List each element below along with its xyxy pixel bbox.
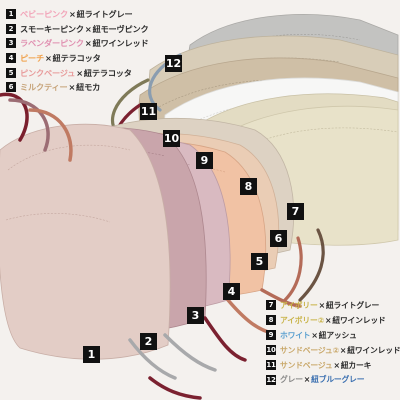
number-tag-12: 12 — [165, 55, 182, 72]
separator: × — [325, 315, 332, 325]
mask-color-name: スモーキーピンク — [20, 23, 84, 34]
number-tag-3: 3 — [187, 307, 204, 324]
strap-color-name: 紐ライトグレー — [76, 9, 133, 20]
separator: × — [84, 38, 92, 49]
separator: × — [318, 300, 326, 310]
legend-number: 7 — [266, 300, 276, 311]
legend-number: 12 — [266, 374, 276, 385]
mask-color-name: ミルクティー — [20, 82, 68, 93]
mask-color-name: アイボリー② — [280, 315, 324, 325]
legend-item-3: 3 ラベンダーピンク×紐ワインレッド — [6, 36, 149, 51]
number-tag-4: 4 — [223, 283, 240, 300]
mask-color-name: ピーチ — [20, 53, 44, 64]
legend-item-1: 1 ベビーピンク×紐ライトグレー — [6, 7, 149, 22]
strap-color-name: 紐アッシュ — [318, 330, 357, 340]
legend-item-8: 8 アイボリー②×紐ワインレッド — [266, 313, 400, 328]
legend-item-5: 5 ピンクベージュ×紐テラコッタ — [6, 65, 149, 80]
legend-number: 3 — [6, 38, 16, 49]
legend-item-11: 11 サンドベージュ×紐カーキ — [266, 358, 400, 373]
separator: × — [44, 53, 52, 64]
mask-color-name: アイボリー — [280, 300, 318, 310]
strap-color-name: 紐ブルーグレー — [311, 375, 365, 385]
strap-color-name: 紐ワインレッド — [332, 315, 386, 325]
legend-item-9: 9 ホワイト×紐アッシュ — [266, 328, 400, 343]
legend-number: 6 — [6, 82, 16, 93]
strap-color-name: 紐ライトグレー — [325, 300, 380, 310]
strap-color-name: 紐モカ — [76, 82, 101, 93]
mask-1 — [0, 123, 171, 360]
number-tag-5: 5 — [251, 253, 268, 270]
legend-item-6: 6 ミルクティー×紐モカ — [6, 80, 149, 95]
separator: × — [76, 67, 83, 78]
separator: × — [68, 9, 76, 20]
legend-number: 11 — [266, 360, 276, 370]
separator: × — [333, 360, 340, 370]
strap-color-name: 紐ワインレッド — [347, 345, 400, 355]
separator: × — [84, 23, 92, 34]
mask-color-name: ホワイト — [280, 330, 311, 340]
separator: × — [311, 330, 318, 340]
legend-number: 9 — [266, 330, 276, 341]
legend-item-7: 7 アイボリー×紐ライトグレー — [266, 298, 400, 313]
number-tag-9: 9 — [196, 152, 213, 169]
number-tag-2: 2 — [140, 333, 157, 350]
legend-number: 4 — [6, 53, 16, 64]
separator: × — [339, 345, 347, 355]
number-tag-7: 7 — [287, 203, 304, 220]
legend-number: 8 — [266, 315, 276, 326]
legend-number: 2 — [6, 23, 16, 34]
legend-number: 10 — [266, 345, 276, 356]
number-tag-10: 10 — [163, 130, 180, 147]
number-tag-8: 8 — [240, 178, 257, 195]
legend-item-12: 12 グレー×紐ブルーグレー — [266, 372, 400, 387]
number-tag-11: 11 — [140, 103, 157, 120]
legend-item-4: 4 ピーチ×紐テラコッタ — [6, 51, 149, 66]
strap-color-name: 紐カーキ — [340, 360, 372, 370]
legend-item-2: 2 スモーキーピンク×紐モーヴピンク — [6, 22, 149, 37]
legend-number: 5 — [6, 67, 16, 78]
number-tag-6: 6 — [270, 230, 287, 247]
number-tag-1: 1 — [83, 346, 100, 363]
strap-color-name: 紐モーヴピンク — [92, 23, 149, 34]
legend-item-10: 10 サンドベージュ②×紐ワインレッド — [266, 343, 400, 358]
strap-color-name: 紐ワインレッド — [92, 38, 149, 49]
mask-color-name: ベビーピンク — [20, 9, 68, 20]
legend-number: 1 — [6, 9, 16, 20]
mask-color-name: グレー — [280, 375, 303, 385]
separator: × — [68, 82, 76, 93]
strap-color-name: 紐テラコッタ — [52, 53, 101, 64]
separator: × — [303, 375, 311, 385]
mask-color-name: サンドベージュ② — [280, 345, 339, 355]
mask-color-name: ラベンダーピンク — [20, 38, 84, 49]
mask-color-name: サンドベージュ — [280, 360, 333, 370]
strap-color-name: 紐テラコッタ — [83, 67, 132, 78]
mask-color-name: ピンクベージュ — [20, 67, 76, 78]
